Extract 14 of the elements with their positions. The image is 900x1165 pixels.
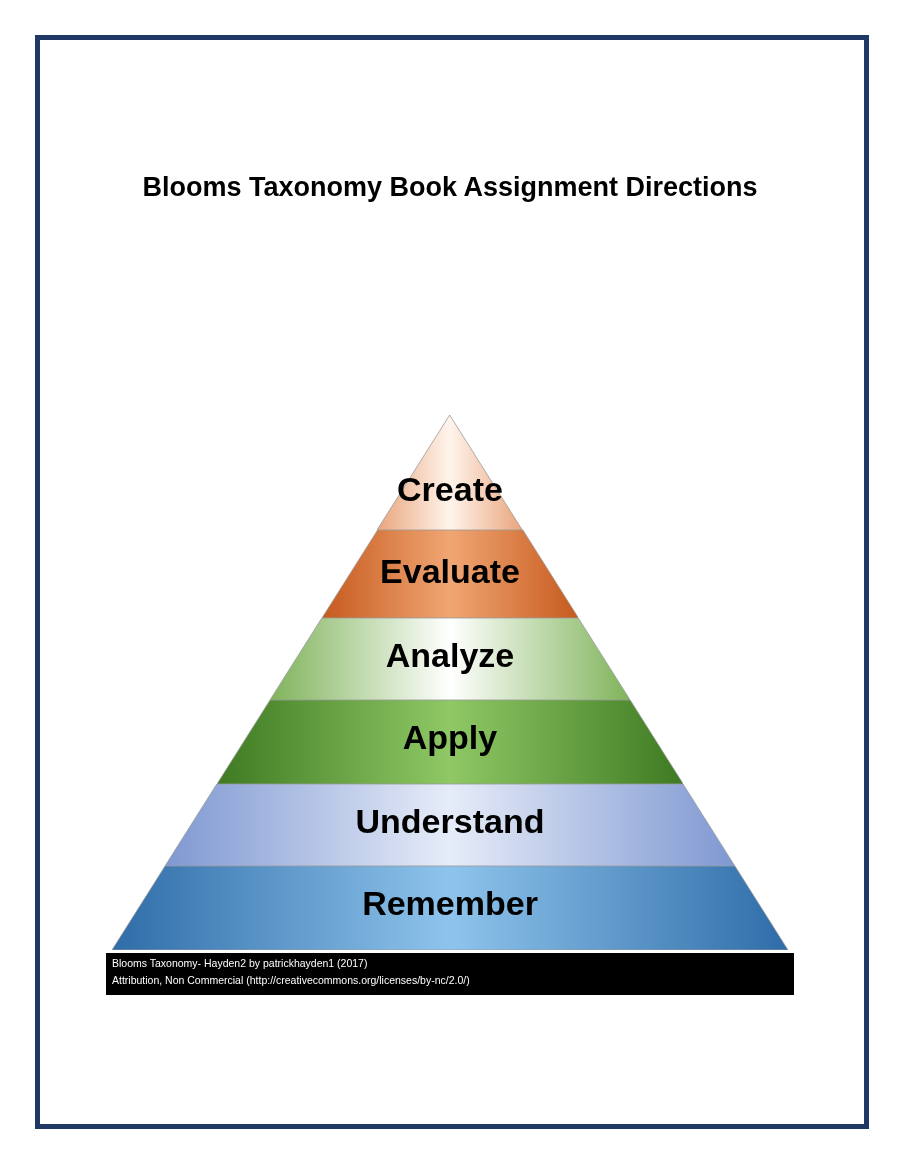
page-title: Blooms Taxonomy Book Assignment Directions: [141, 172, 759, 203]
pyramid-level: [321, 530, 579, 618]
level-label: Create: [396, 470, 504, 510]
pyramid-level: [216, 700, 684, 784]
pyramid-level: [377, 415, 523, 530]
level-label: Remember: [361, 884, 539, 924]
pyramid-level: [269, 618, 631, 700]
pyramid-level: [112, 866, 788, 950]
level-label: Understand: [354, 802, 546, 842]
level-label: Analyze: [384, 636, 516, 676]
attribution-text: Attribution, Non Commercial (http://creativecommons.org/licenses/by-nc/2.0/): [112, 974, 470, 986]
level-label: Evaluate: [379, 552, 521, 591]
level-label: Apply: [401, 718, 499, 758]
pyramid-level: [165, 784, 735, 866]
